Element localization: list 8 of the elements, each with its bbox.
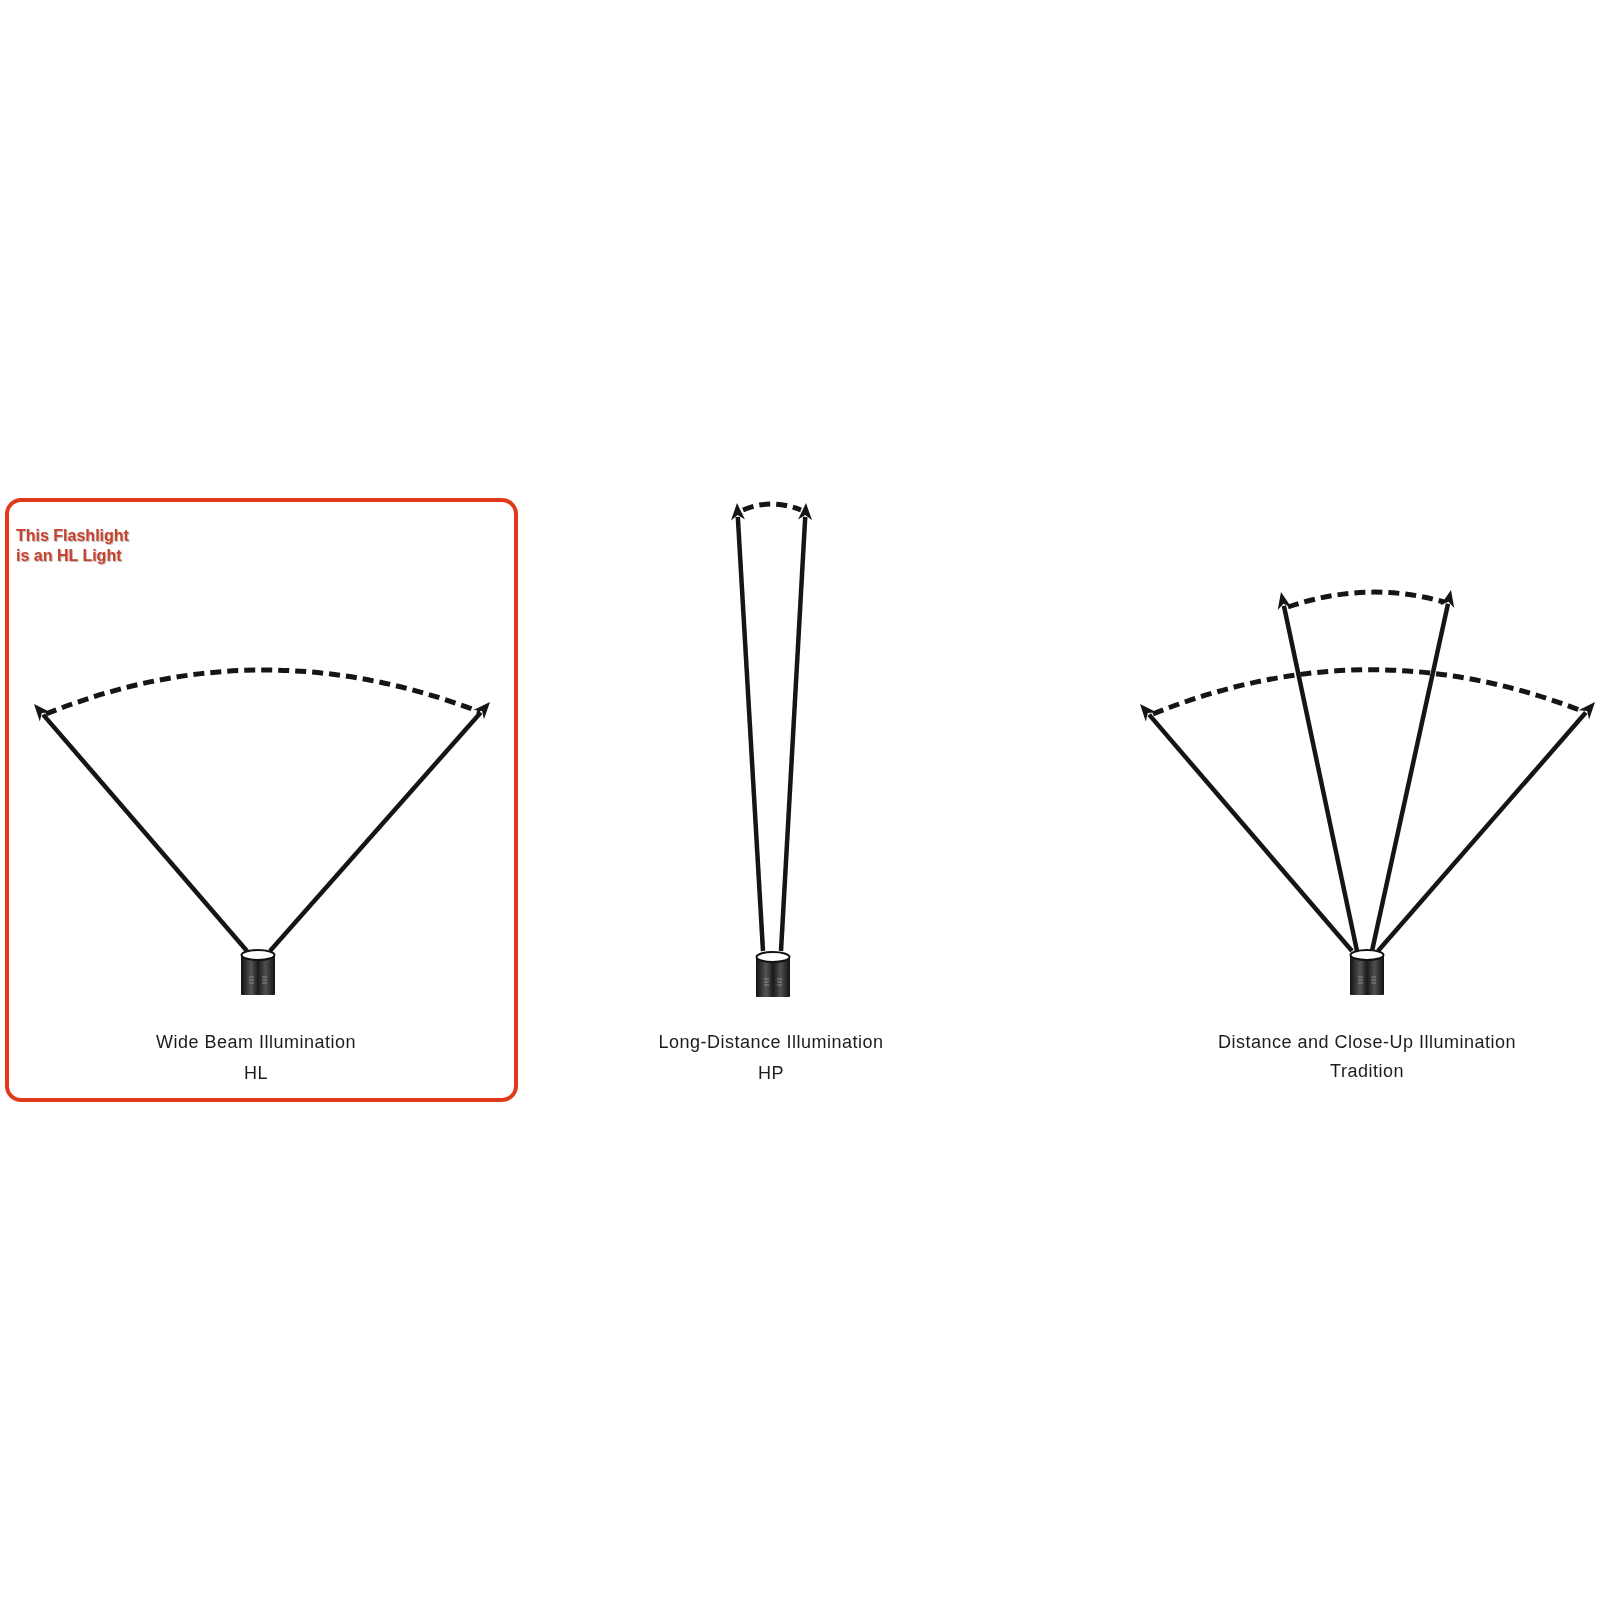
caption-text: Long-Distance Illumination: [658, 1031, 884, 1054]
highlight-frame: [5, 498, 518, 1102]
caption-text: Distance and Close-Up Illumination: [1217, 1031, 1517, 1054]
model-label: HP: [758, 1062, 784, 1085]
note-text: This Flashlight is an HL Light: [16, 526, 130, 566]
model-label: HL: [244, 1062, 268, 1085]
caption-text: Wide Beam Illumination: [155, 1031, 357, 1054]
model-label: Tradition: [1330, 1060, 1404, 1083]
